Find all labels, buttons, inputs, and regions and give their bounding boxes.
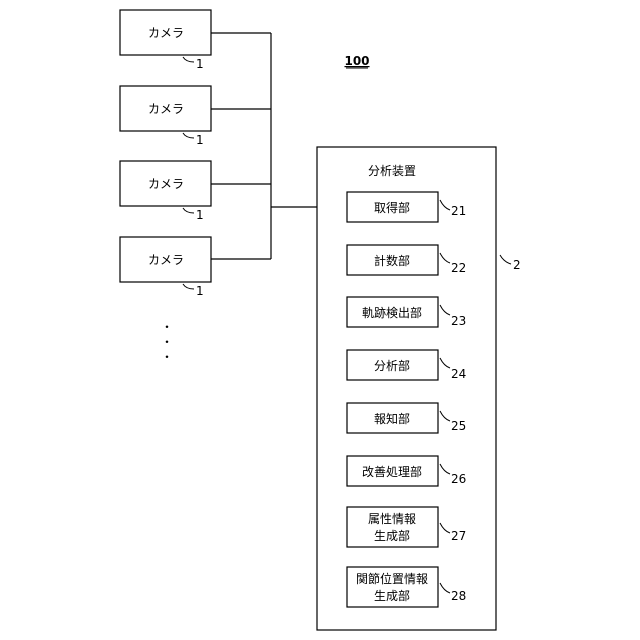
ellipsis-dots: ・ ・ ・ xyxy=(161,320,173,364)
camera-ref: 1 xyxy=(196,57,204,71)
camera-label: カメラ xyxy=(148,177,184,191)
ellipsis-dot: ・ xyxy=(161,335,173,349)
camera-block-4: カメラ 1 xyxy=(120,237,211,298)
analysis-device-ref-leader xyxy=(500,255,511,264)
analysis-device-ref: 2 xyxy=(513,258,521,272)
camera-ref-leader xyxy=(183,57,194,62)
unit-ref: 25 xyxy=(451,419,466,433)
unit-ref: 23 xyxy=(451,314,466,328)
unit-label: 改善処理部 xyxy=(362,464,422,479)
unit-ref: 22 xyxy=(451,261,466,275)
unit-label: 軌跡検出部 xyxy=(362,305,422,320)
unit-label: 報知部 xyxy=(374,411,410,426)
camera-block-2: カメラ 1 xyxy=(120,86,211,147)
camera-ref: 1 xyxy=(196,133,204,147)
camera-ref: 1 xyxy=(196,284,204,298)
unit-label: 分析部 xyxy=(374,358,410,373)
unit-ref: 24 xyxy=(451,367,466,381)
camera-block-3: カメラ 1 xyxy=(120,161,211,222)
unit-label: 取得部 xyxy=(374,200,410,215)
camera-ref-leader xyxy=(183,208,194,213)
camera-block-1: カメラ 1 xyxy=(120,10,211,71)
unit-label-line-1: 属性情報 xyxy=(368,512,416,526)
figure-ref-label: 100 xyxy=(344,54,369,68)
unit-ref: 27 xyxy=(451,529,466,543)
unit-ref: 21 xyxy=(451,204,466,218)
camera-label: カメラ xyxy=(148,26,184,40)
camera-ref-leader xyxy=(183,284,194,289)
ellipsis-dot: ・ xyxy=(161,320,173,334)
camera-ref-leader xyxy=(183,133,194,138)
camera-ref: 1 xyxy=(196,208,204,222)
unit-label-line-2: 生成部 xyxy=(374,588,410,603)
unit-ref: 26 xyxy=(451,472,466,486)
camera-label: カメラ xyxy=(148,253,184,267)
camera-label: カメラ xyxy=(148,102,184,116)
ellipsis-dot: ・ xyxy=(161,350,173,364)
unit-label: 計数部 xyxy=(374,253,410,268)
unit-label-line-2: 生成部 xyxy=(374,528,410,543)
unit-label-line-1: 関節位置情報 xyxy=(356,571,428,586)
unit-ref: 28 xyxy=(451,589,466,603)
analysis-device-title: 分析装置 xyxy=(368,164,416,178)
